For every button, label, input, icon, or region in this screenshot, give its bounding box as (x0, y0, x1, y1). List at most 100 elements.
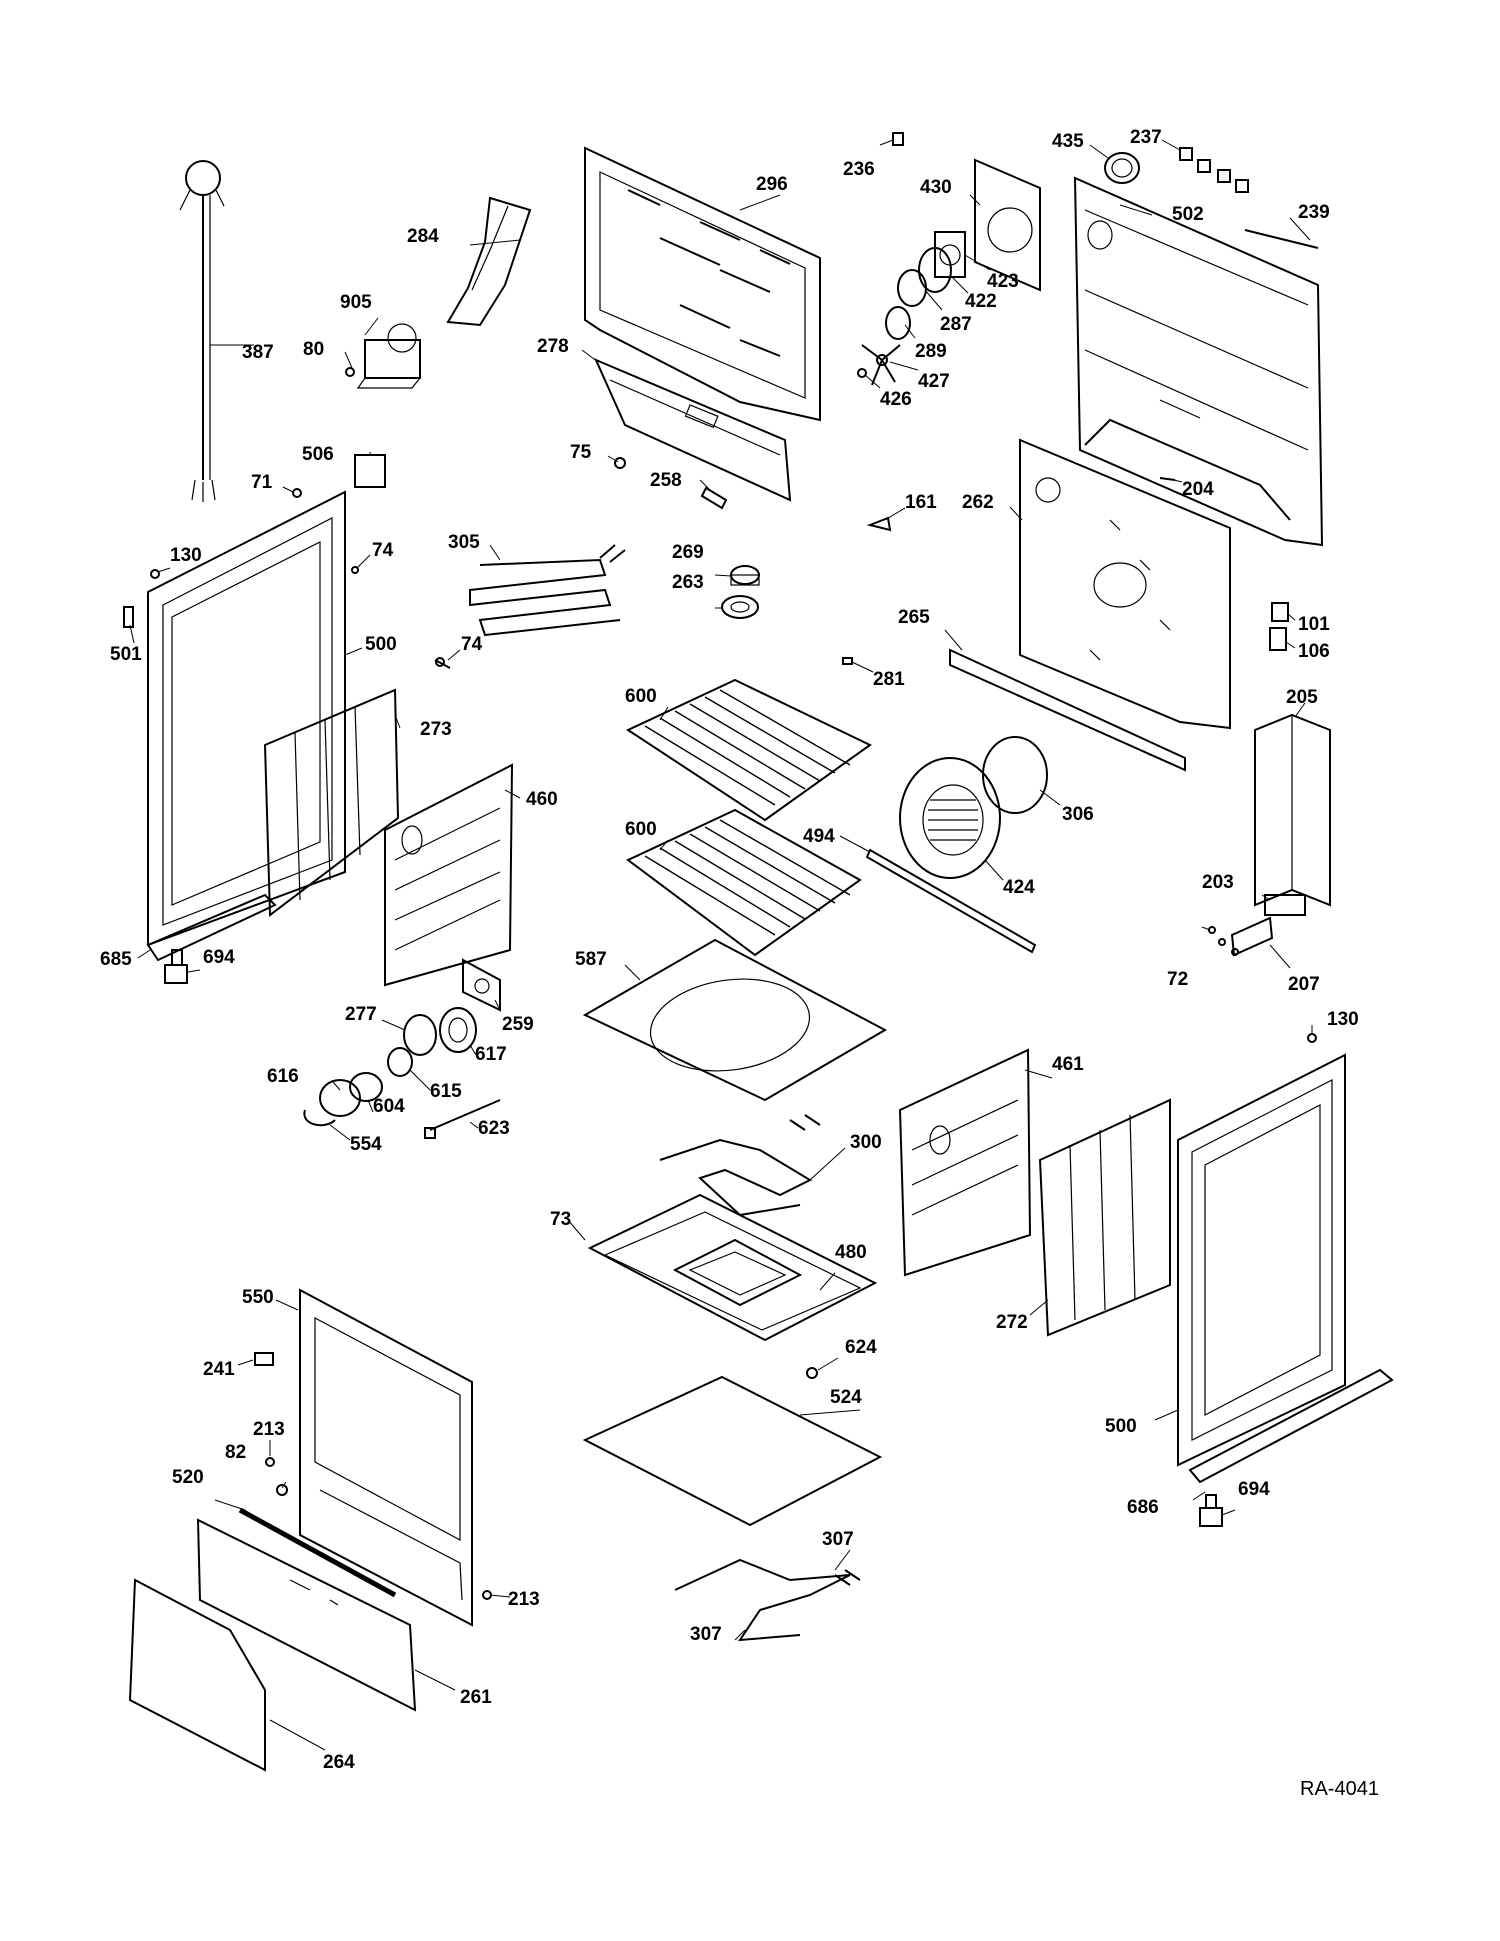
label-694-left: 694 (203, 947, 235, 968)
label-213-lower: 213 (508, 1589, 540, 1610)
label-520: 520 (172, 1467, 204, 1488)
switch-905 (356, 323, 421, 389)
label-423: 423 (987, 271, 1019, 292)
bracket-278 (594, 358, 792, 502)
label-72: 72 (1167, 969, 1188, 990)
lamp-bulb (349, 1072, 383, 1102)
label-307-upper: 307 (822, 1529, 854, 1550)
label-460: 460 (526, 789, 558, 810)
label-296: 296 (756, 174, 788, 195)
label-269: 269 (672, 542, 704, 563)
label-75: 75 (570, 442, 592, 463)
label-694-right: 694 (1238, 1479, 1270, 1500)
gasket-277 (403, 1014, 437, 1056)
label-161: 161 (905, 492, 937, 513)
label-686: 686 (1127, 1497, 1159, 1518)
fan-cover-424 (899, 757, 1001, 879)
rail-265 (949, 648, 1186, 772)
label-550: 550 (242, 1287, 274, 1308)
label-500-left: 500 (365, 634, 397, 655)
base-rail-685 (146, 893, 277, 962)
sensor-161 (866, 516, 892, 532)
label-237: 237 (1130, 127, 1162, 148)
label-300: 300 (850, 1132, 882, 1153)
ring-263 (721, 595, 759, 619)
label-430: 430 (920, 177, 952, 198)
convection-plate (974, 158, 1041, 292)
clip-204 (1159, 477, 1176, 481)
socket-615 (387, 1047, 413, 1077)
fan-blade (861, 344, 901, 386)
part-number-labels: 387 284 905 80 296 278 236 430 423 422 2… (100, 127, 1359, 1773)
side-shield-273 (263, 688, 400, 917)
broil-element (469, 544, 626, 637)
clip-281 (842, 657, 853, 665)
grommet-435 (1104, 152, 1140, 184)
label-281: 281 (873, 669, 905, 690)
oven-bottom-587 (582, 938, 888, 1102)
screw-624 (806, 1367, 818, 1379)
label-203: 203 (1202, 872, 1234, 893)
label-284: 284 (407, 226, 439, 247)
screw-75 (614, 457, 626, 469)
clip-501 (123, 606, 134, 628)
label-600-lower: 600 (625, 819, 657, 840)
bracket-259 (462, 958, 501, 1012)
ring-306 (982, 736, 1048, 814)
screw-74-lower (434, 657, 451, 669)
screw-213-upper (265, 1457, 275, 1467)
terminal-block-506 (354, 454, 386, 488)
label-262: 262 (962, 492, 994, 513)
label-71: 71 (251, 472, 273, 493)
hinge-241 (254, 1352, 274, 1366)
clip-236 (892, 132, 904, 146)
label-264: 264 (323, 1752, 355, 1773)
lamp-cover-616 (319, 1079, 361, 1117)
label-205: 205 (1286, 687, 1318, 708)
screw-130-left (150, 569, 160, 579)
screw-80 (345, 367, 355, 377)
door-inner-panel-261 (196, 1518, 417, 1712)
label-207: 207 (1288, 974, 1320, 995)
label-130-right: 130 (1327, 1009, 1359, 1030)
label-554: 554 (350, 1134, 382, 1155)
label-480: 480 (835, 1242, 867, 1263)
label-272: 272 (996, 1312, 1028, 1333)
sensor-623 (424, 1099, 501, 1139)
label-74-lower: 74 (461, 634, 483, 655)
nut-426 (857, 368, 867, 378)
label-494: 494 (803, 826, 835, 847)
label-426: 426 (880, 389, 912, 410)
rod-239 (1244, 229, 1319, 249)
door-outer-panel-264 (128, 1578, 266, 1772)
leveling-leg-right (1199, 1494, 1223, 1527)
label-600-upper: 600 (625, 686, 657, 707)
label-587: 587 (575, 949, 607, 970)
strip-494 (865, 848, 1037, 954)
label-623: 623 (478, 1118, 510, 1139)
screws-72 (1208, 926, 1239, 956)
label-239: 239 (1298, 202, 1330, 223)
label-259: 259 (502, 1014, 534, 1035)
socket-269 (730, 565, 760, 586)
label-435: 435 (1052, 131, 1084, 152)
reference-code: RA-4041 (1300, 1778, 1379, 1800)
bracket-207 (1230, 916, 1274, 957)
label-617: 617 (475, 1044, 507, 1065)
label-500-right: 500 (1105, 1416, 1137, 1437)
label-261: 261 (460, 1687, 492, 1708)
screw-71 (292, 488, 302, 498)
label-106: 106 (1298, 641, 1330, 662)
oven-liner-left (384, 763, 514, 987)
oven-rack-upper (625, 678, 872, 822)
knobs-237 (1179, 147, 1249, 193)
label-263: 263 (672, 572, 704, 593)
label-422: 422 (965, 291, 997, 312)
bottom-cover-524 (582, 1375, 883, 1527)
label-258: 258 (650, 470, 682, 491)
gasket-422 (918, 247, 952, 293)
label-101: 101 (1298, 614, 1330, 635)
label-387: 387 (242, 342, 274, 363)
label-307-lower: 307 (690, 1624, 722, 1645)
